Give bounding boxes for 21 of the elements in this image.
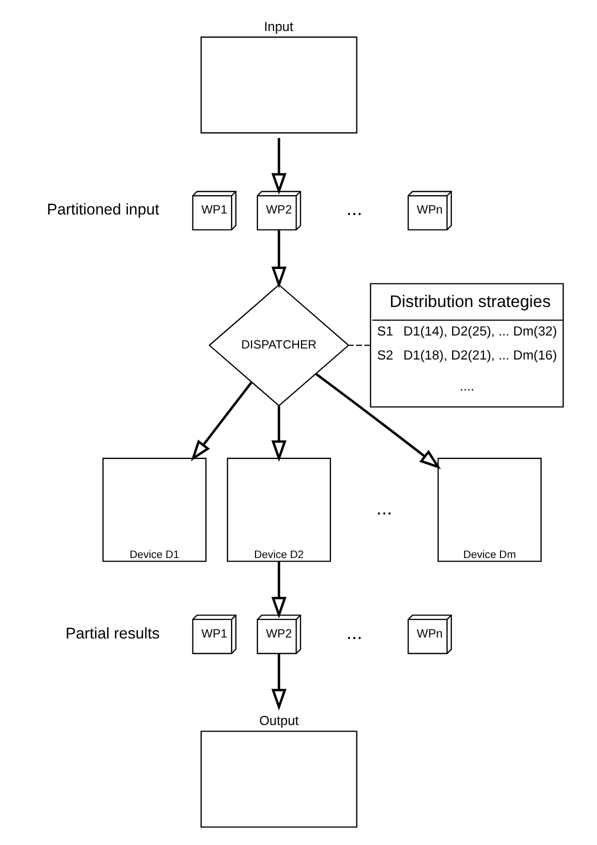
node-box: Device D1 — [102, 458, 206, 562]
label: ... — [346, 199, 362, 220]
arrow — [270, 561, 286, 618]
arrow — [270, 654, 286, 710]
arrow — [190, 381, 252, 462]
label: ... — [346, 622, 362, 644]
node-box: Device D2 — [226, 458, 331, 562]
node-box — [200, 730, 357, 828]
node-label: Input — [263, 18, 293, 34]
label: ... — [376, 498, 392, 520]
node-box: Device Dm — [437, 458, 542, 562]
arrow — [314, 372, 440, 470]
node-box — [200, 36, 357, 134]
connector — [348, 344, 370, 346]
arrow — [270, 406, 286, 462]
label: Partial results — [64, 625, 160, 642]
node-diamond: DISPATCHER — [208, 284, 349, 407]
node-label: Output — [258, 713, 298, 728]
label: Partitioned input — [46, 202, 159, 219]
arrow — [270, 138, 286, 195]
arrow — [270, 230, 286, 288]
